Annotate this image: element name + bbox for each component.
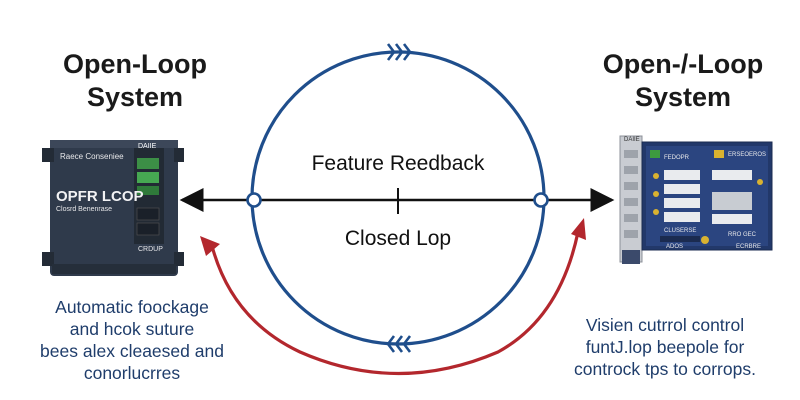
left-caption-line-3: bees alex cleaesed and: [40, 341, 224, 361]
right-heading-line-2: System: [634, 82, 732, 112]
right-heading-line-1: Open-/-Loop: [602, 49, 764, 79]
left-caption-line-4: conorlucrres: [83, 363, 181, 383]
right-junction-node: [533, 192, 549, 208]
left-caption: Automatic foockage and hcok suture bees …: [12, 296, 252, 384]
return-arrow-head-left: [200, 236, 220, 256]
closed-loop-label: Closed Lop: [344, 227, 452, 250]
return-arrow-curve: [210, 231, 580, 376]
left-device-led-3: [137, 186, 159, 195]
left-junction-node: [246, 192, 262, 208]
right-system-heading: Open-/-Loop System: [578, 48, 788, 114]
left-caption-line-2: and hcok suture: [69, 319, 195, 339]
right-device-bottom-left: ADOS: [666, 244, 684, 250]
left-device-led-1: [137, 158, 159, 169]
left-heading-line-1: Open-Loop: [63, 49, 207, 79]
left-device-tag: DAIIE: [138, 143, 157, 150]
right-caption-line-1: Visien cutrrol control: [585, 315, 745, 335]
left-device-side-label: CRDUP: [138, 246, 163, 253]
left-device-led-2: [137, 172, 159, 183]
left-caption-line-1: Automatic foockage: [55, 297, 209, 317]
right-caption: Visien cutrrol control funtJ.lop beepole…: [540, 314, 790, 380]
left-system-heading: Open-Loop System: [40, 48, 230, 114]
right-caption-line-3: controck tps to corrops.: [574, 359, 756, 379]
return-arrow-head-right: [571, 218, 586, 240]
left-heading-line-2: System: [86, 82, 184, 112]
right-device-bottom-right: ECRBRE: [736, 244, 762, 250]
right-device-top-tag: DAIIE: [624, 137, 640, 143]
right-device-label-b: RRO GEC: [728, 232, 757, 238]
top-direction-chevrons: [386, 43, 412, 61]
left-device-name: OPFR LCOP: [56, 188, 144, 205]
right-device-header-left: FEDOPR: [664, 155, 690, 161]
left-device-header: Raece Conseniee: [60, 152, 124, 161]
right-caption-line-2: funtJ.lop beepole for: [585, 337, 745, 357]
feedback-label: Feature Reedback: [311, 152, 485, 175]
right-device-label-a: CLUSERSE: [664, 228, 697, 234]
right-device-header-right: ERSEOEROS: [728, 152, 767, 158]
left-controller-device: [42, 140, 184, 276]
bottom-direction-chevrons: [386, 335, 412, 353]
right-controller-device: [619, 135, 773, 264]
left-device-sub: Closrd Benenrase: [56, 206, 113, 213]
